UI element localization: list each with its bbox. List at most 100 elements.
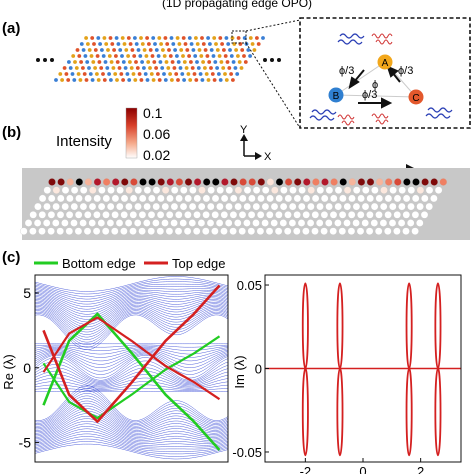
intensity-site xyxy=(29,227,37,235)
intensity-site xyxy=(152,202,160,211)
lattice-site xyxy=(226,42,231,46)
site-c-label: C xyxy=(412,93,419,104)
lattice-site xyxy=(148,66,152,70)
lattice-site xyxy=(167,48,171,52)
intensity-site xyxy=(211,227,219,235)
flux-label-ac: ϕ/3 xyxy=(398,65,413,77)
lattice-site xyxy=(102,36,107,40)
intensity-site xyxy=(406,219,415,227)
lattice-site xyxy=(227,66,232,70)
intensity-site xyxy=(379,202,388,211)
lattice-site xyxy=(183,42,188,46)
intensity-site xyxy=(248,194,256,203)
lattice-site xyxy=(218,36,223,40)
intensity-site xyxy=(120,227,128,235)
intensity-site xyxy=(352,219,360,227)
intensity-site xyxy=(98,186,106,194)
intensity-site xyxy=(243,202,251,211)
site-b-node xyxy=(328,87,344,103)
intensity-site xyxy=(384,178,393,186)
lattice-site xyxy=(54,78,58,82)
lattice-site xyxy=(154,48,159,52)
intensity-site xyxy=(157,194,165,203)
zoom-source-box xyxy=(231,30,247,44)
lattice-site xyxy=(127,60,132,64)
intensity-site xyxy=(75,194,83,203)
intensity-site xyxy=(320,227,328,235)
intensity-site xyxy=(303,178,311,186)
bulk-band-line xyxy=(35,443,228,460)
axis-y-label: Y xyxy=(240,124,248,136)
lattice-site xyxy=(121,60,126,64)
intensity-site xyxy=(220,211,229,219)
lattice-site xyxy=(109,60,114,64)
lattice-site xyxy=(125,72,130,76)
intensity-site xyxy=(330,178,338,186)
lattice-site xyxy=(182,78,187,82)
bulk-band-line xyxy=(35,288,228,305)
lattice-site xyxy=(189,60,193,64)
intensity-site xyxy=(202,227,210,235)
lattice-site xyxy=(93,66,97,70)
intensity-site xyxy=(334,202,342,211)
lattice-site xyxy=(206,78,211,82)
intensity-site xyxy=(66,194,74,203)
lattice-site xyxy=(88,72,93,76)
lattice-site xyxy=(129,66,134,70)
intensity-site xyxy=(111,194,120,203)
lattice-site xyxy=(116,42,121,46)
lattice-site xyxy=(122,42,127,46)
lattice-site xyxy=(223,72,227,76)
intensity-site xyxy=(79,202,88,211)
intensity-site xyxy=(320,194,329,203)
intensity-site xyxy=(79,219,87,227)
intensity-site xyxy=(111,227,119,235)
unit-cell-inset: ϕ/3 ϕ/3 ϕ ϕ/3 A B C xyxy=(299,17,471,129)
intensity-site xyxy=(279,219,288,227)
intensity-site xyxy=(192,227,201,235)
lattice-site xyxy=(193,54,198,58)
lattice-site xyxy=(243,60,248,64)
intensity-site xyxy=(252,219,260,227)
bottom-edge-line xyxy=(42,335,221,420)
intensity-site xyxy=(265,227,274,235)
intensity-site xyxy=(403,178,411,186)
lattice-site xyxy=(168,54,173,58)
lattice-site xyxy=(120,36,125,40)
intensity-site xyxy=(148,194,156,203)
lattice-site xyxy=(140,42,145,46)
intensity-site xyxy=(198,186,206,194)
site-b-label: B xyxy=(333,91,340,102)
ellipsis-dot xyxy=(263,58,267,62)
intensity-site xyxy=(125,186,133,194)
lattice-site xyxy=(154,66,159,70)
signal-wave-icon xyxy=(337,33,393,126)
intensity-site xyxy=(143,186,152,194)
intensity-site xyxy=(202,178,211,186)
intensity-site xyxy=(325,219,333,227)
lattice-site xyxy=(104,42,109,46)
intensity-site xyxy=(274,227,283,235)
intensity-site xyxy=(352,186,361,194)
intensity-site xyxy=(416,219,424,227)
intensity-site xyxy=(107,186,115,194)
intensity-site xyxy=(434,186,443,194)
lattice-site xyxy=(124,48,129,52)
intensity-site xyxy=(130,178,138,186)
panel-b-label: (b) xyxy=(2,124,21,141)
lattice-site xyxy=(186,72,191,76)
lattice-site xyxy=(229,72,234,76)
intensity-site xyxy=(339,194,347,203)
intensity-site xyxy=(84,194,92,203)
intensity-site xyxy=(357,178,366,186)
lattice-site xyxy=(199,54,204,58)
intensity-site xyxy=(329,211,338,219)
bulk-band-line xyxy=(35,300,228,325)
bulk-band-line xyxy=(35,377,228,388)
flux-label-center: ϕ xyxy=(372,79,378,91)
lattice-site xyxy=(261,36,265,40)
intensity-site xyxy=(220,227,228,235)
intensity-site xyxy=(180,186,188,194)
im-curves xyxy=(265,282,461,457)
intensity-site xyxy=(366,211,374,219)
